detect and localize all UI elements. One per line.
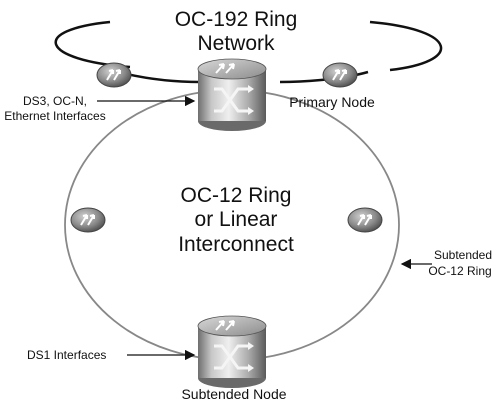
ds1-label: DS1 Interfaces [27,348,106,362]
repeater-icon [70,207,106,233]
primary-node-icon [196,57,268,133]
primary-node-label: Primary Node [289,94,375,110]
ds3-label-line2: Ethernet Interfaces [4,109,105,123]
subtended-node-label: Subtended Node [181,386,286,402]
repeater-icon [347,207,383,233]
subtended-label-line2: OC-12 Ring [428,264,491,278]
inner-ring-title-line3: Interconnect [178,233,294,256]
subtended-label-line1: Subtended [434,248,492,262]
repeater-icon [322,62,358,88]
ds3-label-line1: DS3, OC-N, [23,94,87,108]
outer-ring-title-line1: OC-192 Ring [175,8,298,31]
subtended-node-icon [196,314,268,390]
inner-ring-title-line2: or Linear [195,208,278,231]
repeater-icon [96,62,132,88]
inner-ring-title-line1: OC-12 Ring [181,184,292,207]
outer-ring-title-line2: Network [197,32,275,55]
